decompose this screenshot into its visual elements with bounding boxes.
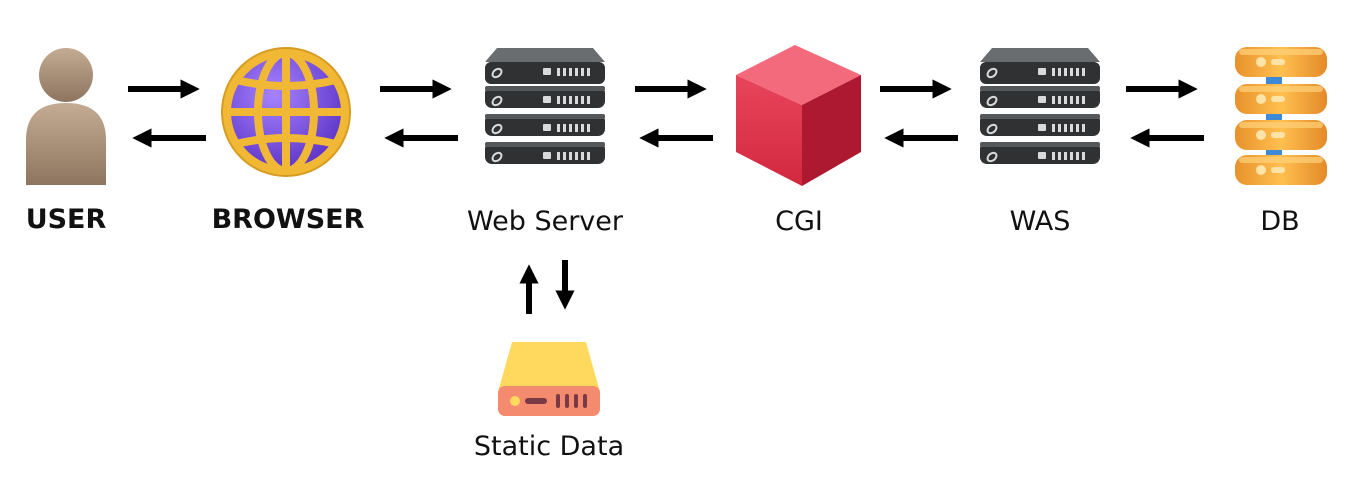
server-rack-icon — [979, 47, 1101, 165]
user-icon — [26, 48, 106, 185]
label-db: DB — [1260, 206, 1299, 237]
label-was: WAS — [1010, 206, 1071, 237]
label-user: USER — [26, 204, 107, 235]
label-web-server: Web Server — [467, 206, 624, 237]
storage-drive-icon — [498, 342, 600, 416]
label-cgi: CGI — [775, 206, 823, 237]
database-icon — [1235, 47, 1327, 185]
server-rack-icon — [484, 47, 606, 165]
label-browser: BROWSER — [212, 204, 365, 235]
label-static-data: Static Data — [474, 431, 624, 462]
cube-icon — [736, 45, 861, 186]
globe-icon — [221, 47, 351, 177]
